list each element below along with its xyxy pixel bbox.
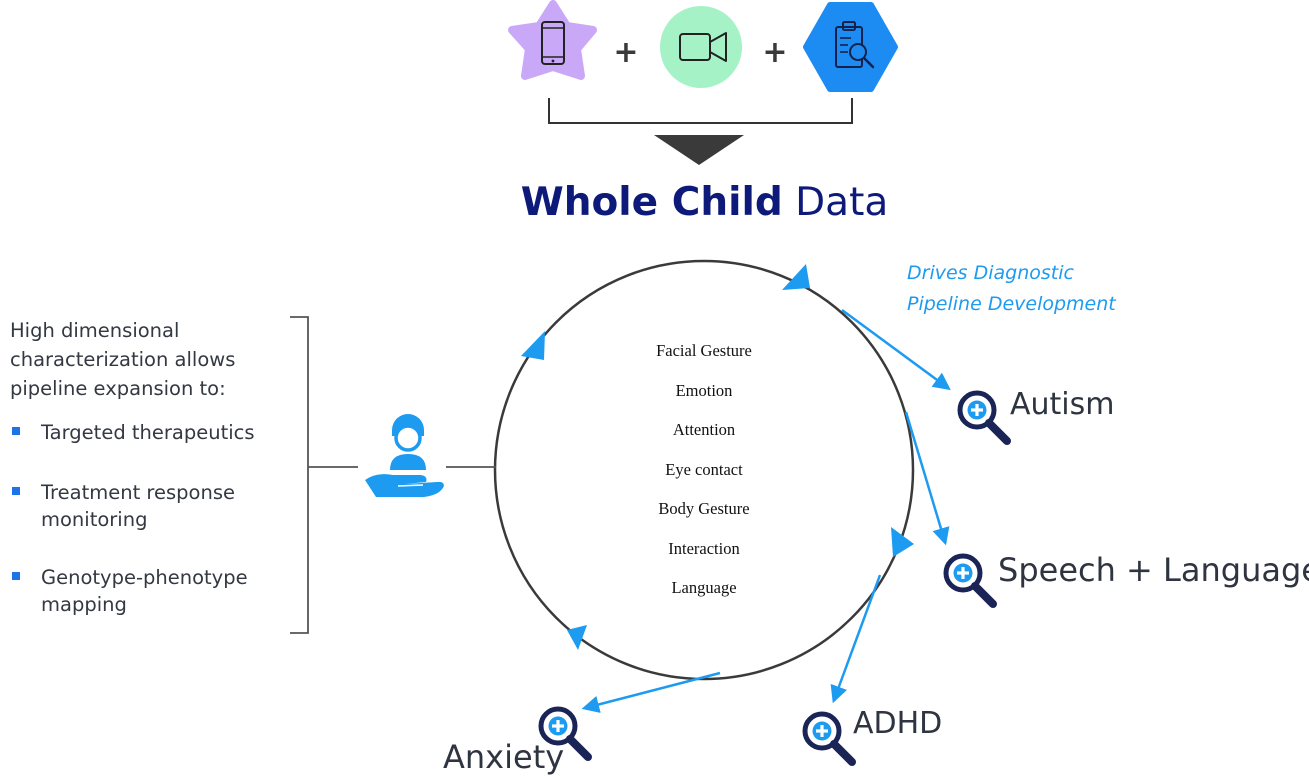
drives-line-2: Pipeline Development — [907, 293, 1116, 315]
left-panel: High dimensional characterization allows… — [10, 316, 295, 651]
feature-item: Emotion — [675, 380, 733, 400]
condition-label-anxiety: Anxiety — [443, 738, 565, 776]
arrow-to-autism — [841, 308, 951, 391]
star-phone-icon — [508, 0, 597, 80]
left-bracket — [290, 316, 309, 634]
cycle-arrowhead-top-right — [782, 264, 810, 290]
plus-sign-2: + — [762, 35, 787, 70]
arrow-to-anxiety — [581, 671, 721, 713]
speech-magnifier-icon — [946, 556, 993, 604]
down-arrow-triangle — [654, 135, 744, 165]
bullet-square-icon — [12, 427, 20, 435]
arrow-to-speech — [904, 411, 950, 546]
clipboard-magnifier-icon — [803, 2, 898, 92]
feature-item: Body Gesture — [658, 499, 750, 518]
drives-pipeline-label: Drives Diagnostic Pipeline Development — [907, 258, 1227, 320]
sources-bracket — [548, 98, 853, 124]
data-cycle-circle — [493, 259, 915, 681]
feature-list: Facial Gesture Emotion Attention Eye con… — [604, 341, 804, 618]
autism-magnifier-icon — [960, 393, 1007, 441]
plus-sign-1: + — [613, 35, 638, 70]
application-list: Targeted therapeutics Treatment response… — [10, 419, 295, 618]
arrow-to-adhd — [830, 574, 882, 704]
list-item: Targeted therapeutics — [10, 419, 295, 446]
person-in-hand-icon — [365, 414, 444, 497]
feature-item: Language — [671, 578, 737, 597]
title-light-part: Data — [795, 180, 889, 225]
title-bold-part: Whole Child — [520, 180, 783, 225]
adhd-magnifier-icon — [805, 714, 852, 762]
list-item-label: Genotype-phenotype mapping — [41, 566, 248, 616]
condition-label-autism: Autism — [1010, 387, 1115, 422]
video-camera-icon — [660, 6, 742, 88]
cycle-arrowhead-left-lower — [567, 625, 587, 650]
drives-line-1: Drives Diagnostic — [907, 262, 1074, 284]
feature-item: Eye contact — [665, 459, 743, 479]
bullet-square-icon — [12, 572, 20, 580]
cycle-arrowhead-right-lower — [891, 527, 914, 557]
condition-label-speech: Speech + Language — [998, 551, 1309, 589]
list-item-label: Targeted therapeutics — [41, 421, 255, 444]
left-intro-text: High dimensional characterization allows… — [10, 319, 236, 400]
list-item: Treatment response monitoring — [10, 479, 295, 533]
condition-label-adhd: ADHD — [853, 706, 943, 741]
cycle-arrowhead-left-upper — [521, 331, 545, 360]
feature-item: Facial Gesture — [656, 341, 752, 360]
page-title: Whole Child Data — [0, 180, 1309, 225]
feature-item: Attention — [672, 420, 736, 439]
list-item-label: Treatment response monitoring — [41, 481, 235, 531]
list-item: Genotype-phenotype mapping — [10, 564, 295, 618]
feature-item: Interaction — [668, 538, 740, 558]
bullet-square-icon — [12, 487, 20, 495]
